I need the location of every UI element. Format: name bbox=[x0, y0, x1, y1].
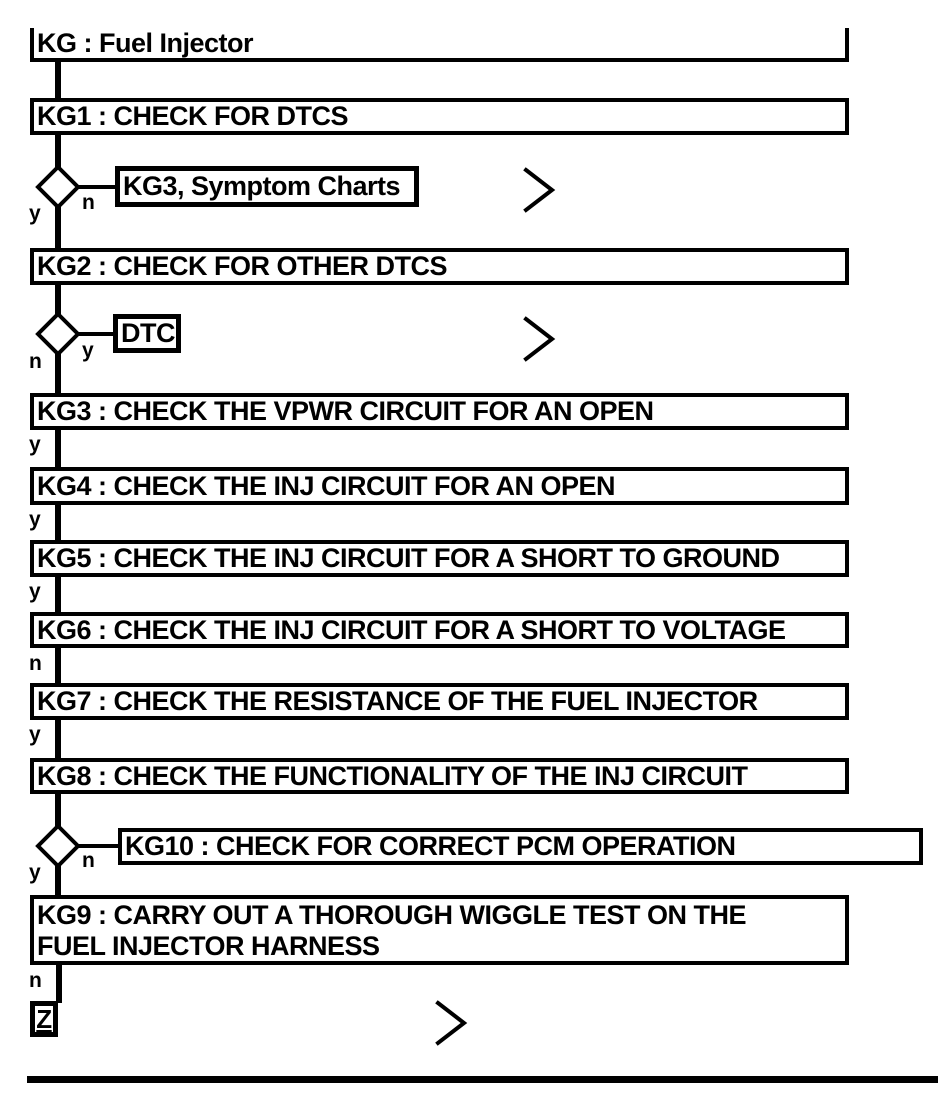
step-label: KG1 : CHECK FOR DTCS bbox=[37, 101, 349, 131]
decision-diamond-icon bbox=[35, 164, 81, 210]
step-box-kg8: KG8 : CHECK THE FUNCTIONALITY OF THE INJ… bbox=[30, 758, 849, 794]
branch-label-yes: y bbox=[29, 508, 41, 531]
branch-connector-line bbox=[76, 185, 117, 189]
step-box-kg1: KG1 : CHECK FOR DTCS bbox=[30, 98, 849, 135]
branch-label-yes: y bbox=[82, 339, 94, 362]
branch-label-no: n bbox=[82, 849, 95, 872]
connector-line bbox=[55, 430, 61, 467]
step-label-line2: FUEL INJECTOR HARNESS bbox=[37, 930, 380, 961]
step-box-kg4: KG4 : CHECK THE INJ CIRCUIT FOR AN OPEN bbox=[30, 467, 849, 505]
branch-connector-line bbox=[76, 332, 115, 336]
branch-label-yes: y bbox=[29, 861, 41, 884]
callout-box-dtc: DTC bbox=[113, 314, 181, 353]
connector-line bbox=[55, 62, 61, 100]
branch-label-yes: y bbox=[29, 202, 41, 225]
terminal-box-z: Z bbox=[30, 1001, 58, 1037]
step-label: KG8 : CHECK THE FUNCTIONALITY OF THE INJ… bbox=[37, 760, 748, 791]
step-label: KG5 : CHECK THE INJ CIRCUIT FOR A SHORT … bbox=[37, 543, 780, 573]
branch-label-yes: y bbox=[29, 580, 41, 603]
callout-label: DTC bbox=[121, 318, 176, 348]
step-box-kg2: KG2 : CHECK FOR OTHER DTCS bbox=[30, 248, 849, 285]
step-label: KG4 : CHECK THE INJ CIRCUIT FOR AN OPEN bbox=[37, 470, 616, 501]
branch-label-no: n bbox=[29, 350, 42, 373]
branch-label-yes: y bbox=[29, 433, 41, 456]
connector-line bbox=[55, 794, 61, 828]
continue-chevron-icon bbox=[435, 1000, 468, 1046]
step-label: KG7 : CHECK THE RESISTANCE OF THE FUEL I… bbox=[37, 686, 758, 716]
step-label-line1: KG9 : CARRY OUT A THOROUGH WIGGLE TEST O… bbox=[37, 899, 747, 930]
branch-connector-line bbox=[76, 844, 120, 848]
page-divider-line bbox=[27, 1076, 938, 1083]
terminal-label: Z bbox=[36, 1004, 52, 1034]
step-label: KG6 : CHECK THE INJ CIRCUIT FOR A SHORT … bbox=[37, 614, 786, 645]
connector-line bbox=[55, 648, 61, 683]
flowchart-title: KG : Fuel Injector bbox=[37, 27, 254, 58]
connector-line bbox=[55, 720, 61, 758]
step-box-kg10: KG10 : CHECK FOR CORRECT PCM OPERATION bbox=[118, 828, 923, 865]
connector-line bbox=[55, 135, 61, 168]
step-box-kg3: KG3 : CHECK THE VPWR CIRCUIT FOR AN OPEN bbox=[30, 393, 849, 430]
connector-line bbox=[55, 285, 61, 316]
continue-chevron-icon bbox=[523, 316, 556, 362]
decision-diamond-icon bbox=[35, 823, 81, 869]
connector-line bbox=[55, 505, 61, 540]
connector-line bbox=[56, 965, 62, 1003]
continue-chevron-icon bbox=[523, 167, 556, 213]
callout-label: KG3, Symptom Charts bbox=[123, 171, 401, 201]
decision-diamond-icon bbox=[35, 311, 81, 357]
step-label: KG10 : CHECK FOR CORRECT PCM OPERATION bbox=[125, 831, 736, 861]
step-label: KG2 : CHECK FOR OTHER DTCS bbox=[37, 251, 448, 281]
branch-label-no: n bbox=[29, 652, 42, 675]
connector-line bbox=[55, 864, 61, 897]
step-box-kg9: KG9 : CARRY OUT A THOROUGH WIGGLE TEST O… bbox=[30, 895, 849, 965]
step-label: KG9 : CARRY OUT A THOROUGH WIGGLE TEST O… bbox=[37, 899, 747, 962]
connector-line bbox=[55, 577, 61, 612]
branch-label-yes: y bbox=[29, 723, 41, 746]
connector-line bbox=[55, 352, 61, 393]
step-box-kg7: KG7 : CHECK THE RESISTANCE OF THE FUEL I… bbox=[30, 683, 849, 720]
flowchart-title-box: KG : Fuel Injector bbox=[30, 28, 849, 62]
step-label: KG3 : CHECK THE VPWR CIRCUIT FOR AN OPEN bbox=[37, 396, 654, 426]
step-box-kg5: KG5 : CHECK THE INJ CIRCUIT FOR A SHORT … bbox=[30, 540, 849, 577]
branch-label-no: n bbox=[82, 191, 95, 214]
connector-line bbox=[55, 206, 61, 248]
step-box-kg6: KG6 : CHECK THE INJ CIRCUIT FOR A SHORT … bbox=[30, 612, 849, 648]
branch-label-no: n bbox=[29, 969, 42, 992]
callout-box-symptom-charts: KG3, Symptom Charts bbox=[115, 166, 419, 207]
